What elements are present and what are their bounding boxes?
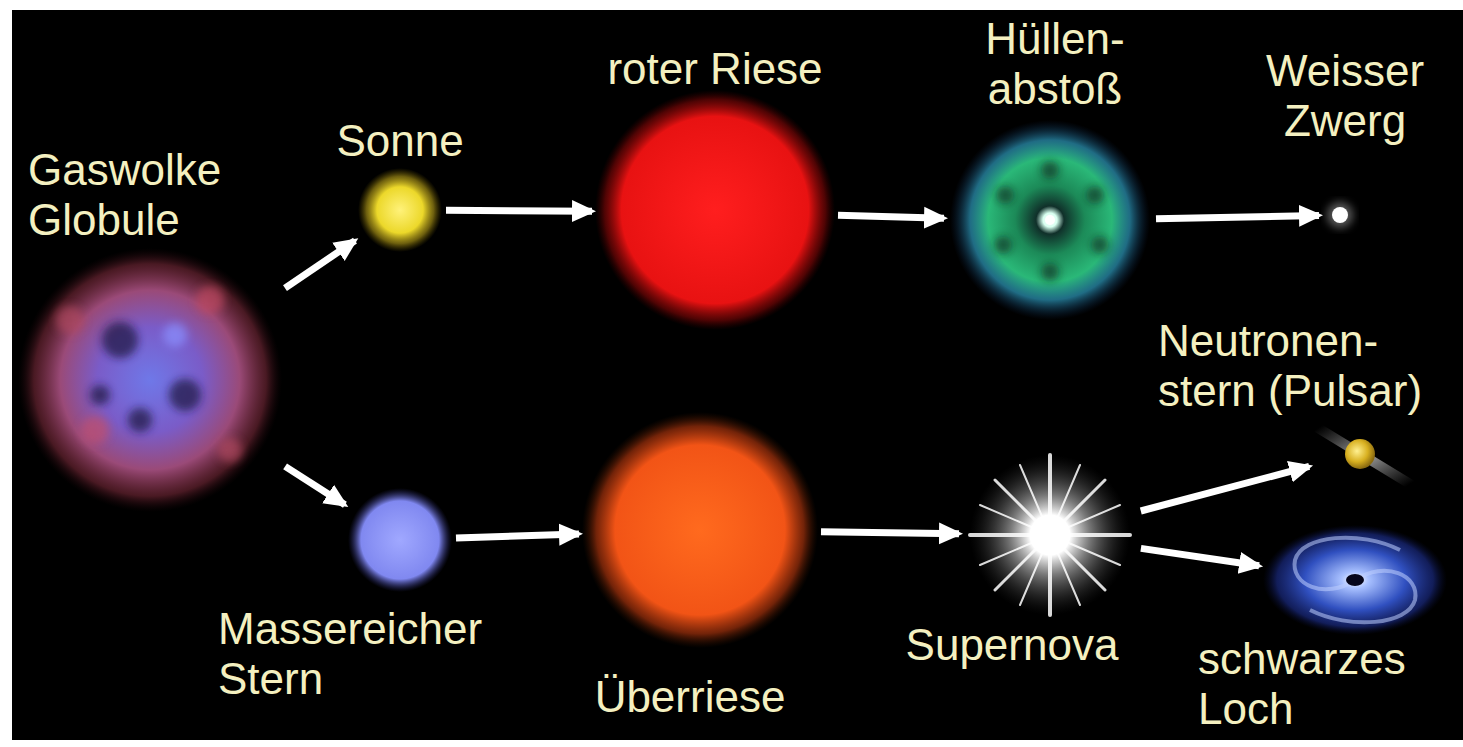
star-node: roter Riese	[598, 95, 832, 329]
flow-arrow	[446, 207, 592, 215]
sun-star	[358, 168, 442, 252]
remnant-node: schwarzes Loch	[1265, 525, 1445, 635]
massive-star	[348, 488, 452, 592]
nebula-node: Hüllen- abstoß	[950, 122, 1150, 320]
stage-label: schwarzes Loch	[1198, 634, 1453, 734]
supernova-node: Supernova	[965, 450, 1135, 620]
stage-label: Hüllen- abstoß	[955, 14, 1155, 114]
stage-label: Gaswolke Globule	[28, 145, 268, 245]
black-hole-galaxy	[1263, 525, 1447, 635]
stage-label: Sonne	[300, 116, 500, 166]
stage-label: Weisser Zwerg	[1245, 46, 1445, 146]
gas-cloud	[18, 248, 282, 512]
star-node: Massereicher Stern	[350, 490, 450, 590]
planetary-nebula	[950, 120, 1150, 320]
supergiant	[582, 412, 818, 648]
flow-arrow	[285, 241, 355, 289]
flow-arrow	[456, 534, 579, 538]
flow-arrow	[285, 466, 345, 504]
supernova-burst	[970, 455, 1130, 615]
flow-arrow	[1141, 466, 1309, 511]
remnant-node: Weisser Zwerg	[1325, 200, 1355, 230]
pulsar-icon	[1318, 428, 1410, 484]
stage-label: Supernova	[862, 620, 1162, 670]
remnant-node: Neutronen- stern (Pulsar)	[1315, 425, 1405, 481]
flow-arrow	[1156, 215, 1319, 218]
star-node: Sonne	[360, 170, 440, 250]
stage-label: Massereicher Stern	[218, 604, 538, 704]
stage-label: roter Riese	[555, 44, 875, 94]
stage-label: Überriese	[540, 672, 840, 722]
star-node: Überriese	[585, 415, 815, 645]
flow-arrow	[821, 532, 959, 534]
flow-arrow	[838, 215, 944, 218]
red-giant	[595, 90, 835, 330]
gas-cloud-node: Gaswolke Globule	[20, 250, 280, 510]
stage-label: Neutronen- stern (Pulsar)	[1158, 316, 1453, 416]
flow-arrow	[1141, 548, 1259, 565]
white-dwarf	[1327, 202, 1353, 228]
